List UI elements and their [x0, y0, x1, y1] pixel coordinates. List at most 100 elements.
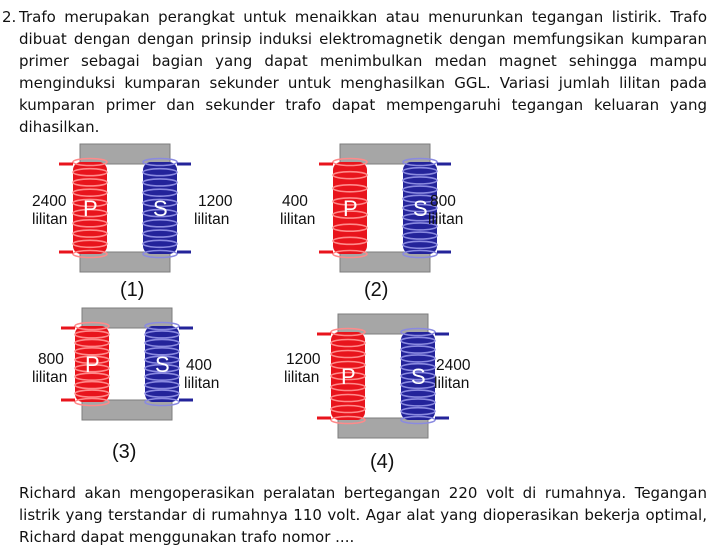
primary-coil-letter: P	[83, 196, 98, 221]
primary-coil-turn	[330, 404, 366, 414]
primary-coil-turn	[72, 229, 108, 238]
primary-coil-turn	[330, 382, 366, 392]
secondary-coil-turn	[144, 355, 180, 365]
primary-coil-turn	[74, 347, 110, 356]
secondary-coil-turn	[400, 380, 436, 390]
secondary-coil: S	[400, 327, 449, 425]
primary-coil-turn	[74, 338, 110, 348]
primary-coil-turn	[72, 219, 108, 228]
transformer-label: (1)	[120, 279, 144, 301]
secondary-coil-turn	[142, 198, 178, 208]
primary-turns-unit: lilitan	[32, 369, 67, 386]
secondary-coil-turn	[402, 203, 438, 213]
primary-turns-count: 1200	[286, 351, 321, 368]
secondary-coil-turn	[402, 249, 438, 259]
primary-coil-turn	[332, 210, 368, 219]
primary-turns-unit: lilitan	[284, 369, 319, 386]
secondary-coil-turn	[402, 185, 438, 194]
primary-coil-turn	[72, 167, 108, 177]
secondary-coil-body	[403, 162, 437, 254]
secondary-turns-unit: lilitan	[434, 375, 469, 392]
secondary-coil-turn	[144, 347, 180, 356]
secondary-coil-turn	[402, 222, 438, 231]
secondary-coil-turn	[142, 178, 178, 187]
primary-coil-turn	[330, 393, 366, 403]
transformer-label: (2)	[364, 279, 388, 301]
secondary-coil: S	[142, 157, 191, 259]
primary-coil-turn	[72, 198, 108, 208]
primary-turns-count: 2400	[32, 193, 67, 210]
secondary-coil-turn	[142, 188, 178, 197]
secondary-coil-turn	[400, 345, 436, 354]
primary-turns-unit: lilitan	[280, 211, 315, 228]
primary-coil-letter: P	[343, 196, 358, 221]
secondary-coil-turn	[144, 380, 180, 390]
secondary-coil-letter: S	[413, 196, 428, 221]
secondary-turns-count: 1200	[198, 193, 233, 210]
primary-coil: P	[319, 157, 368, 259]
primary-coil-turn	[332, 236, 368, 246]
primary-coil-turn	[330, 327, 366, 337]
primary-coil-turn	[330, 360, 366, 370]
transformer-label: (4)	[370, 451, 394, 473]
primary-coil-turn	[330, 415, 366, 425]
primary-coil-turn	[74, 372, 110, 381]
primary-coil-turn	[74, 363, 110, 373]
primary-coil-turn	[72, 208, 108, 218]
secondary-coil-turn	[402, 212, 438, 222]
secondary-coil-body	[401, 332, 435, 420]
secondary-coil-turn	[402, 176, 438, 185]
question-number: 2.	[2, 8, 17, 26]
primary-coil-turn	[72, 249, 108, 259]
secondary-coil-turn	[144, 397, 180, 407]
primary-coil-turn	[74, 330, 110, 339]
primary-coil-turn	[330, 349, 366, 359]
primary-coil-turn	[72, 188, 108, 197]
primary-coil-turn	[74, 380, 110, 390]
primary-coil-letter: P	[341, 364, 356, 389]
secondary-coil-letter: S	[153, 196, 168, 221]
primary-turns-count: 400	[282, 193, 308, 210]
primary-coil-turn	[332, 170, 368, 180]
secondary-coil-turn	[400, 336, 436, 346]
primary-coil-turn	[332, 197, 368, 206]
primary-coil-turn	[74, 321, 110, 331]
primary-coil-turn	[330, 338, 366, 348]
secondary-coil-turn	[142, 157, 178, 167]
primary-coil-turn	[74, 397, 110, 407]
primary-coil-turn	[332, 249, 368, 259]
primary-coil-turn	[72, 157, 108, 167]
secondary-coil-turn	[400, 389, 436, 398]
secondary-coil: S	[144, 321, 193, 407]
secondary-coil-turn	[402, 231, 438, 240]
secondary-coil-turn	[144, 330, 180, 339]
secondary-coil-turn	[144, 338, 180, 348]
secondary-coil-turn	[142, 219, 178, 228]
primary-coil-turn	[330, 371, 366, 381]
primary-coil: P	[317, 327, 366, 425]
secondary-coil-turn	[144, 372, 180, 381]
secondary-coil-turn	[142, 249, 178, 259]
primary-coil-turn	[72, 178, 108, 187]
secondary-coil-turn	[400, 327, 436, 337]
secondary-coil-turn	[400, 406, 436, 416]
secondary-coil-turn	[400, 371, 436, 381]
secondary-coil-turn	[400, 354, 436, 363]
secondary-turns-unit: lilitan	[428, 211, 463, 228]
secondary-turns-unit: lilitan	[184, 375, 219, 392]
secondary-coil-turn	[144, 363, 180, 373]
secondary-turns-count: 800	[430, 193, 456, 210]
secondary-coil-turn	[402, 194, 438, 204]
secondary-coil-turn	[402, 166, 438, 176]
question-intro: Trafo merupakan perangkat untuk menaikka…	[19, 8, 707, 136]
primary-coil: P	[59, 157, 108, 259]
primary-coil-letter: P	[85, 352, 100, 377]
